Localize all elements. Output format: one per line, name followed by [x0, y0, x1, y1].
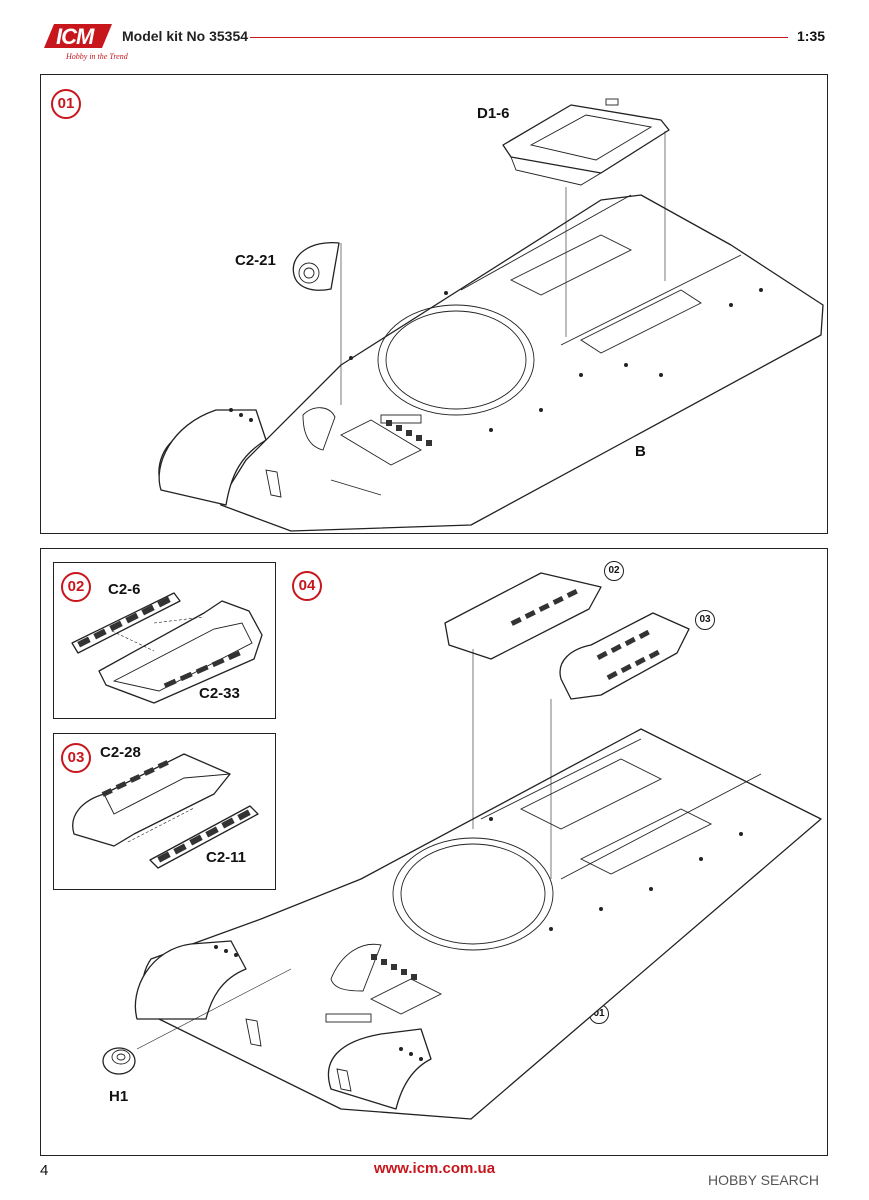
part-c2-33-shape [98, 600, 263, 704]
part-d1-6-shape [502, 98, 670, 186]
watermark: HOBBY SEARCH [708, 1172, 819, 1188]
step-04-badge: 04 [292, 571, 322, 601]
step-04-deck-from-02 [444, 572, 602, 660]
step-02-badge: 02 [61, 572, 91, 602]
step-03-drawing [72, 753, 259, 869]
part-label-c2-6: C2-6 [108, 581, 141, 598]
scale-label: 1:35 [797, 28, 826, 44]
part-c2-11-shape [149, 805, 259, 869]
hull-top-b [158, 194, 824, 532]
part-c2-28-shape [72, 753, 231, 847]
part-label-c2-11: C2-11 [206, 849, 247, 866]
footer-website-link[interactable]: www.icm.com.ua [373, 1160, 496, 1177]
step-01-guide-lines [340, 131, 666, 405]
header-divider [250, 37, 788, 38]
step-03-badge: 03 [61, 743, 91, 773]
brand-logo: ICM Hobby in the Trend [38, 18, 128, 66]
part-label-c2-21: C2-21 [235, 252, 276, 269]
part-c2-6-shape [71, 592, 181, 654]
kit-number: Model kit No 35354 [122, 28, 249, 44]
step-01-drawing [158, 98, 824, 532]
ref-step-02-badge: 02 [604, 561, 624, 581]
part-c2-21-shape [292, 241, 340, 291]
ref-step-03-badge: 03 [695, 610, 715, 630]
logo-tagline: Hobby in the Trend [66, 52, 128, 61]
step-04-deck-from-03 [559, 612, 690, 700]
logo-brand-text: ICM [56, 24, 94, 49]
part-label-c2-28: C2-28 [100, 744, 141, 761]
logo-shape-icon [44, 24, 112, 48]
lower-panel: 02 C2-6 C2-33 [40, 548, 828, 1156]
step-03-panel: 03 C2-28 C2-11 [53, 733, 276, 890]
step-04-drawing [102, 572, 822, 1120]
part-label-d1-6: D1-6 [477, 105, 510, 122]
part-label-b: B [635, 443, 646, 460]
step-04-guide-lines [136, 649, 552, 1050]
part-label-c2-33: C2-33 [199, 685, 240, 702]
part-h1-shape [102, 1047, 136, 1075]
step-04-hull [134, 728, 822, 1120]
step-02-drawing [71, 592, 263, 704]
step-01-badge: 01 [51, 89, 81, 119]
part-label-h1: H1 [109, 1088, 129, 1105]
step-02-panel: 02 C2-6 C2-33 [53, 562, 276, 719]
step-01-panel: 01 D1-6 C2-21 B [40, 74, 828, 534]
page-number: 4 [40, 1162, 49, 1179]
